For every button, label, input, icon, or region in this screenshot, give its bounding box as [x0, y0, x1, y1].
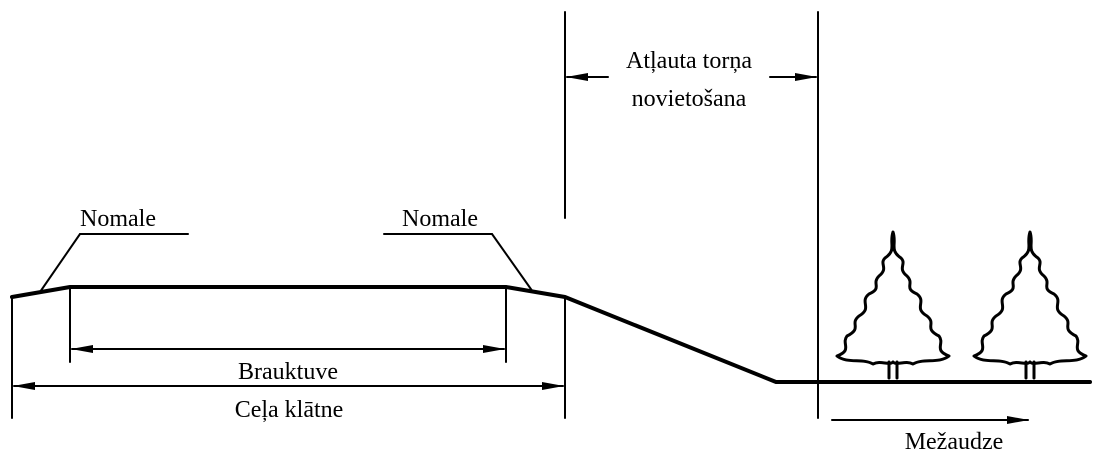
nomale-left-leader: [39, 233, 81, 293]
road-profile-line: [10, 285, 1092, 384]
spruce-tree-icon: [972, 230, 1088, 380]
atlauta-torna-label-line1: Atļauta torņa: [626, 48, 752, 74]
brauktuve-label: Brauktuve: [238, 359, 338, 385]
nomale-right-label: Nomale: [402, 206, 478, 232]
atlauta-torna-label-line2: novietošana: [632, 86, 747, 112]
mezaudze-label: Mežaudze: [905, 429, 1004, 455]
nomale-left-label: Nomale: [80, 206, 156, 232]
nomale-right-leader: [491, 233, 534, 293]
spruce-tree-icon: [835, 230, 951, 380]
cela-klatne-label: Ceļa klātne: [235, 397, 344, 423]
